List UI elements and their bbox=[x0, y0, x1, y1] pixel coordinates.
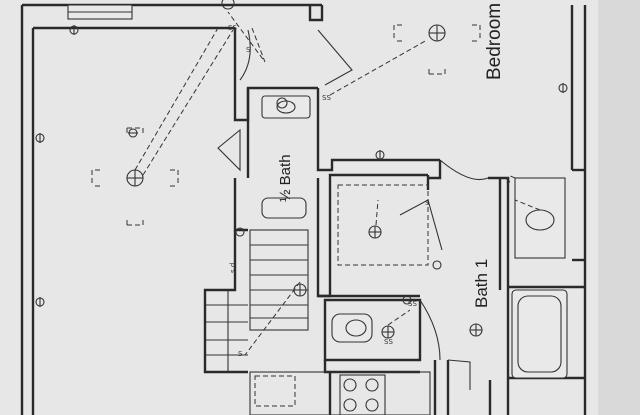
switch-mark: S bbox=[506, 177, 511, 185]
switch-mark: S bbox=[246, 46, 251, 54]
shower-outline bbox=[337, 184, 429, 266]
room-label-bedroom: Bedroom bbox=[484, 3, 505, 80]
switch-marks: S S S SS SS SS SS S bbox=[228, 24, 511, 358]
ceiling-fan-living bbox=[91, 127, 179, 226]
smoke-detector-label: s.d. bbox=[229, 260, 237, 273]
room-label-bath-1: Bath 1 bbox=[472, 259, 491, 308]
switch-mark: SS bbox=[384, 338, 393, 346]
switch-mark: S bbox=[425, 199, 430, 207]
switch-mark: SS bbox=[228, 24, 237, 32]
bath1-tub bbox=[511, 289, 568, 379]
outlets bbox=[35, 25, 568, 307]
switch-mark: S bbox=[238, 350, 243, 358]
half-bath-toilet bbox=[261, 197, 307, 219]
switch-mark: SS bbox=[408, 300, 417, 308]
switch-mark: SS bbox=[322, 94, 331, 102]
stairs bbox=[206, 229, 309, 372]
bathroom-fixtures bbox=[261, 95, 568, 379]
half-bath-sink bbox=[261, 95, 311, 119]
paper-shadow-right bbox=[598, 0, 640, 415]
bath1-vanity bbox=[514, 177, 566, 259]
top-window bbox=[67, 4, 133, 20]
wiring bbox=[134, 11, 541, 356]
kitchen-counter bbox=[249, 371, 431, 415]
ceiling-fan-bedroom bbox=[393, 24, 481, 75]
light-fixtures bbox=[221, 0, 483, 339]
room-label-half-bath: ½ Bath bbox=[277, 154, 294, 202]
